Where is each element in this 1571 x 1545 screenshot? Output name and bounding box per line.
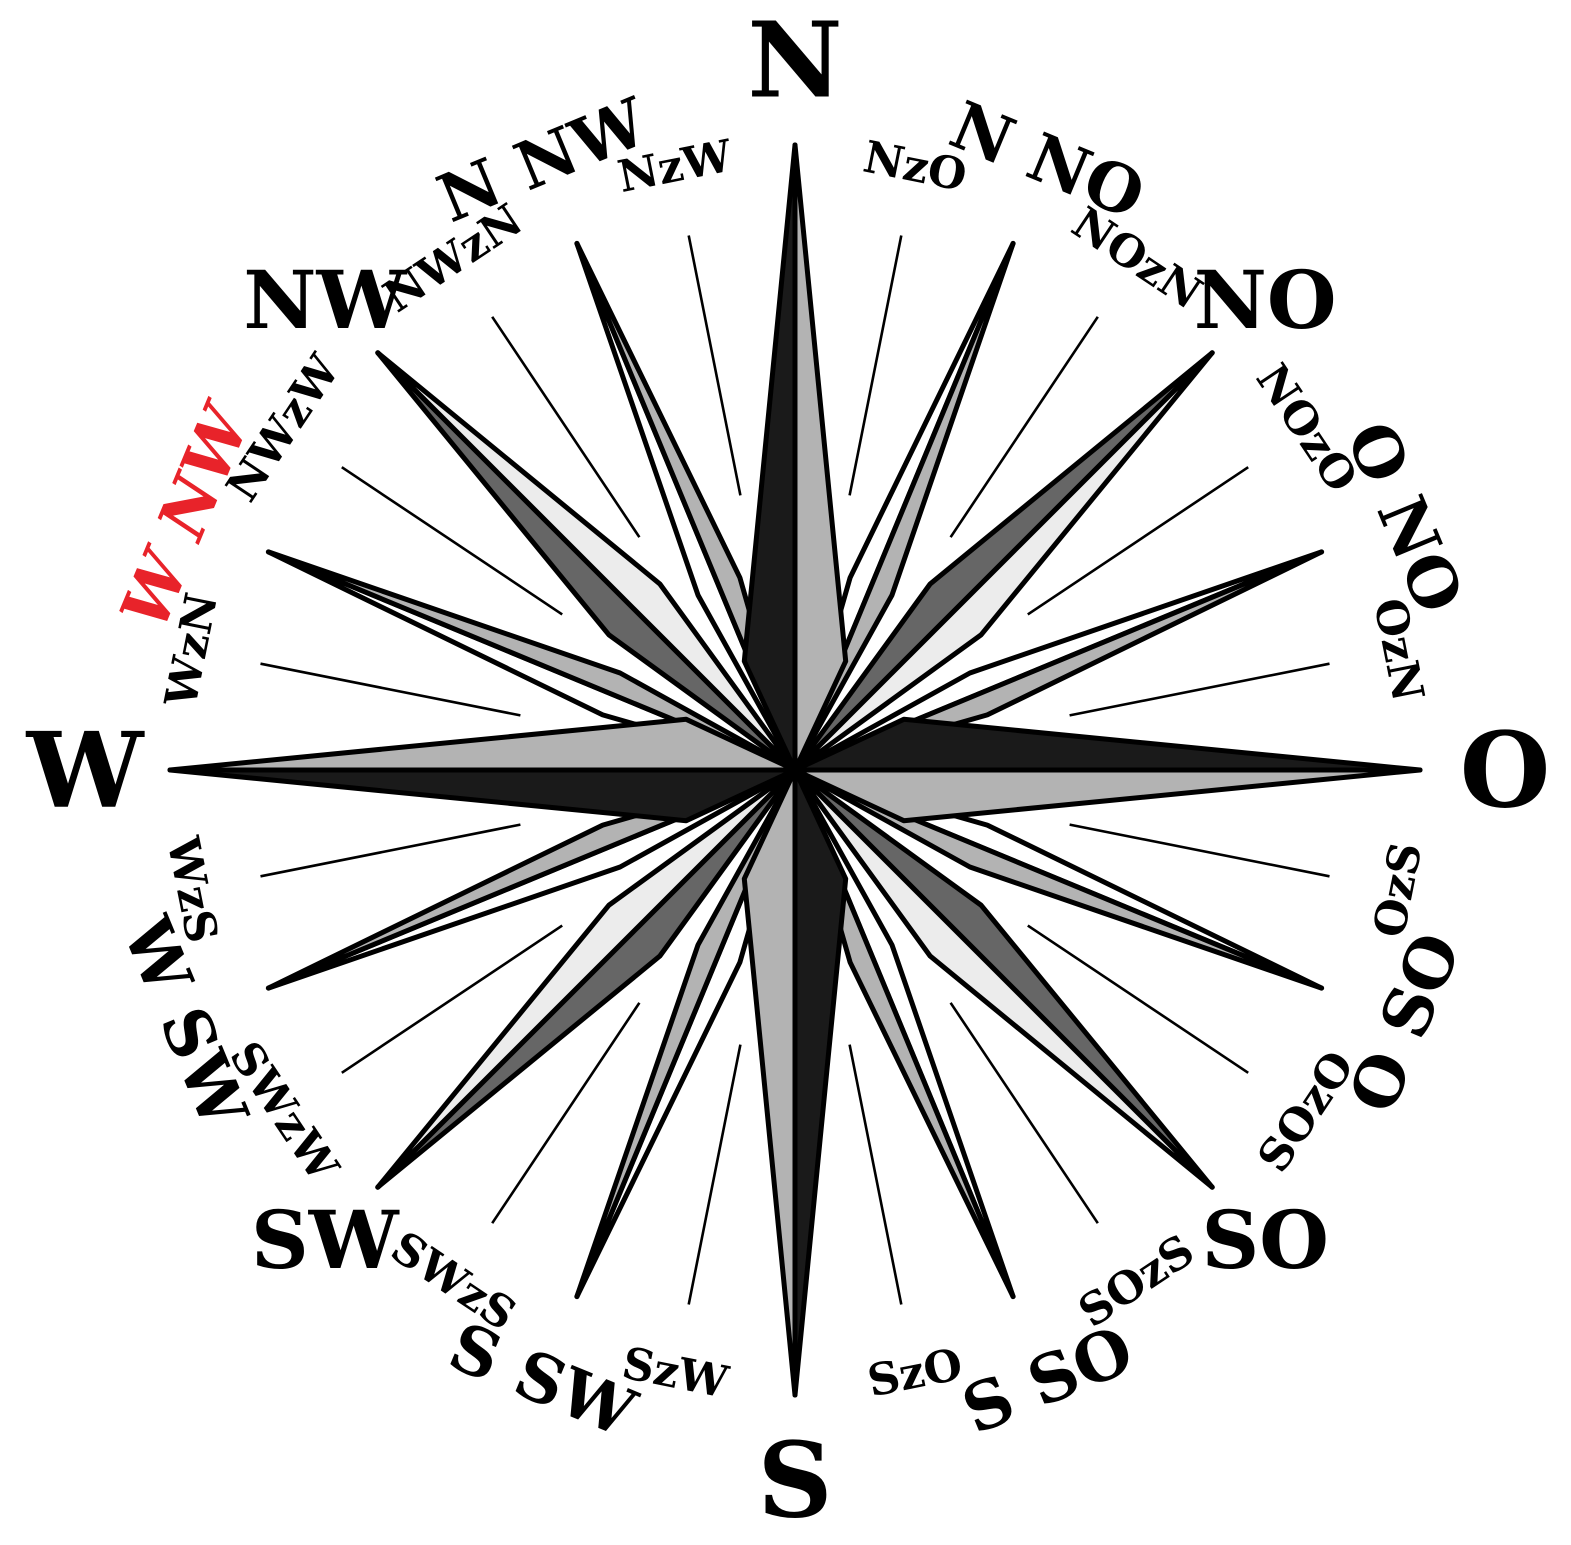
label-w-nw: W NW [105,390,268,639]
cardinal-point-right-half [792,767,1423,824]
by-point-line [1069,662,1330,717]
cardinal-point-right-half [741,767,798,1398]
intercardinal-star-points [375,350,1215,1190]
by-point-lines [260,235,1330,1305]
by-point-line [341,466,563,616]
label-w: W [26,709,146,832]
label-sw: SW [251,1193,400,1287]
by-point-line [1027,924,1249,1074]
minor-star-points [265,240,1325,1300]
label-nw: NW [243,253,407,347]
minor-point-right-half [792,767,1325,991]
by-point-line [491,1002,641,1224]
by-point-line [848,235,903,496]
intercardinal-point-right-half [792,767,1215,1190]
by-point-line [949,316,1099,538]
label-s: S [757,1419,832,1542]
label-o-so: O SO [1333,922,1476,1123]
label-s-sw: S SW [439,1307,647,1453]
by-point-line [1027,466,1249,616]
by-point-line [260,662,521,717]
label-o: O [1460,709,1551,832]
label-s-so: S SO [951,1310,1143,1449]
cardinal-point-left-half [792,767,849,1398]
label-sozo: SOzO [1248,1042,1365,1181]
minor-point-right-half [265,549,798,773]
label-szo: SzO [863,1339,966,1408]
by-point-line [687,1044,742,1305]
cardinal-point-left-half [792,716,1423,773]
intercardinal-point-right-half [375,350,798,773]
minor-point-right-half [792,240,1016,773]
by-point-line [949,1002,1099,1224]
by-point-line [1069,823,1330,878]
by-point-line [260,823,521,878]
label-swzs: SWzS [382,1222,525,1341]
by-point-line [848,1044,903,1305]
label-ozs: OzS [1364,838,1433,941]
label-nozn: NOzN [1063,197,1211,319]
cardinal-point-left-half [741,142,798,773]
minor-point-right-half [574,767,798,1300]
by-point-line [341,924,563,1074]
intercardinal-point-right-half [375,767,798,1190]
cardinal-point-right-half [167,716,798,773]
label-o-no: O NO [1331,411,1479,624]
intercardinal-point-right-half [792,350,1215,773]
label-n: N [747,0,842,122]
label-so: SO [1201,1193,1328,1287]
by-point-line [687,235,742,496]
label-n-no: N NO [940,86,1156,235]
cardinal-point-right-half [792,142,849,773]
label-no: NO [1194,253,1337,347]
cardinal-star-points [167,142,1423,1398]
by-point-line [491,316,641,538]
cardinal-point-left-half [167,767,798,824]
